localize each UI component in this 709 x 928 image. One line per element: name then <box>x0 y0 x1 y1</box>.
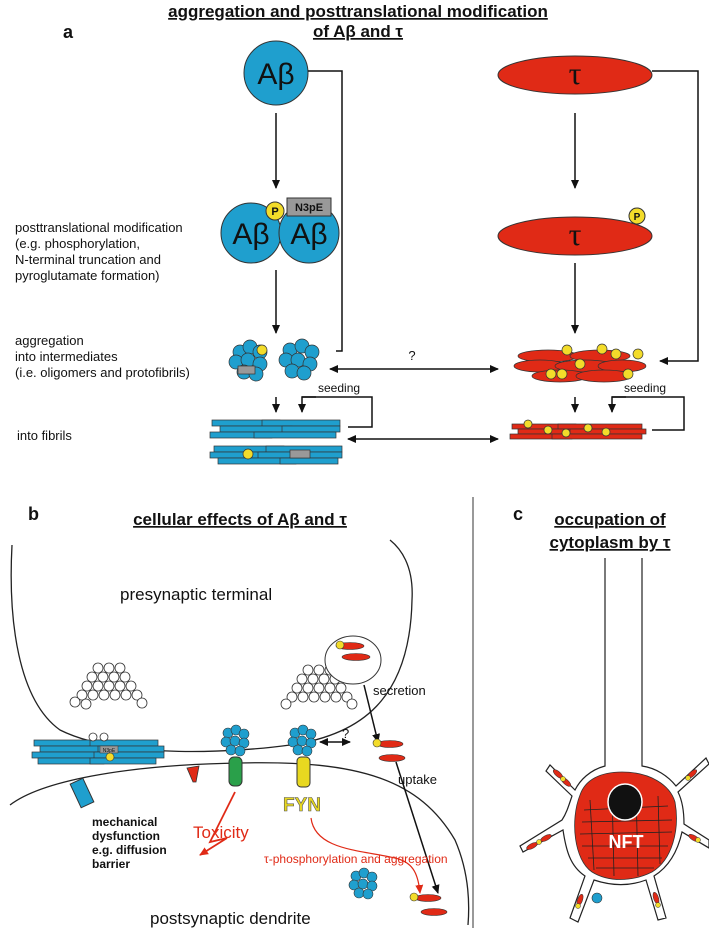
presynaptic-membrane <box>10 539 413 753</box>
intracellular-tau-1 <box>414 894 442 902</box>
vesicle-tau-phosphate <box>335 640 345 650</box>
red-membrane-protein <box>186 765 200 783</box>
abeta-fibril <box>209 419 343 465</box>
postsynaptic-membrane <box>9 762 470 926</box>
fyn-label: FYN <box>283 795 321 816</box>
panel-a-title-line1: aggregation and posttranslational modifi… <box>168 2 548 21</box>
dendrite-abeta <box>591 892 603 904</box>
panel-b-label: b <box>28 504 39 524</box>
abeta-phos-label: Aβ <box>232 218 269 251</box>
panel-a: aggregation and posttranslational modifi… <box>15 2 699 465</box>
panel-c-title-line1: occupation of <box>554 510 666 529</box>
blue-membrane-protein <box>69 777 95 809</box>
secretion-arrow <box>363 684 380 743</box>
secretion-label: secretion <box>373 683 426 698</box>
uptake-arrow <box>395 761 440 894</box>
aggregation-text: aggregation into intermediates (i.e. oli… <box>15 333 190 380</box>
panel-c-label: c <box>513 504 523 524</box>
tau-oligomer <box>513 343 647 383</box>
toxicity-label: Toxicity <box>193 823 249 842</box>
receptor-oligomer-fyn <box>287 724 317 757</box>
green-receptor <box>228 756 243 787</box>
n3pe-label: N3pE <box>295 202 323 214</box>
tau-fibril <box>509 419 647 440</box>
panel-c: c occupation of cytoplasm by τ NFT <box>513 504 709 923</box>
abeta-monomer-label: Aβ <box>257 58 294 91</box>
membrane-vesicle-1 <box>88 732 98 742</box>
vesicle-cluster-right <box>280 664 358 710</box>
vesicle-tau-2 <box>341 653 371 661</box>
abeta-monomer <box>243 40 309 106</box>
extracellular-tau-2 <box>378 754 406 762</box>
tau-phosphorylation-arrow <box>310 817 424 894</box>
vesicle-cluster-left <box>69 662 148 710</box>
membrane-n3pe-label: N3pE <box>103 748 116 754</box>
tangle-strands <box>579 787 673 877</box>
tau-phosphorylated <box>497 216 653 256</box>
nft-tangle <box>574 771 677 880</box>
uptake-label: uptake <box>398 772 437 787</box>
presynaptic-label: presynaptic terminal <box>120 585 272 604</box>
toxicity-arrow <box>199 791 236 856</box>
seeding-loop-abeta-line <box>302 396 373 428</box>
fyn-receptor <box>296 756 311 788</box>
dendrite-tau-phosphates <box>536 775 701 909</box>
mechanical-dysfunction-text: mechanical dysfunction e.g. diffusion ba… <box>92 815 170 871</box>
intracellular-tau-phosphate <box>409 892 419 902</box>
tau-monomer-label: τ <box>569 55 582 91</box>
postsynaptic-label: postsynaptic dendrite <box>150 909 311 928</box>
intracellular-tau-2 <box>420 908 448 916</box>
abeta-oligomer-right <box>278 338 320 381</box>
panel-b: b cellular effects of Aβ and τ presynapt… <box>9 497 474 928</box>
receptor-crosstalk-question: ? <box>342 726 349 741</box>
n3pe-badge <box>286 197 332 217</box>
seeding-label-abeta: seeding <box>318 381 360 395</box>
crosstalk-question: ? <box>408 348 415 363</box>
ptm-text: posttranslational modification (e.g. pho… <box>15 220 186 283</box>
abeta-bypass-line <box>308 70 343 352</box>
tau-phos-label: τ <box>569 216 582 252</box>
membrane-phosphate <box>105 752 115 762</box>
seeding-loop-tau-line <box>612 396 685 431</box>
membrane-abeta-fibril <box>31 739 165 765</box>
tau-phosphate-label: P <box>634 212 641 223</box>
membrane-vesicle-2 <box>99 732 109 742</box>
phosphate-label: P <box>271 206 278 218</box>
tau-phosphate-badge <box>628 207 646 225</box>
panel-b-title: cellular effects of Aβ and τ <box>133 510 347 529</box>
seeding-label-tau: seeding <box>624 381 666 395</box>
panel-c-title-line2: cytoplasm by τ <box>550 533 671 552</box>
tau-phosphorylation-label: τ-phosphorylation and aggregation <box>264 852 448 866</box>
abeta-oligomer-left <box>228 339 268 382</box>
abeta-n3pe-label: Aβ <box>290 218 327 251</box>
nft-label: NFT <box>609 832 644 852</box>
intracellular-oligomer <box>348 867 378 900</box>
receptor-oligomer-green <box>220 724 250 757</box>
panel-a-title-line2: of Aβ and τ <box>313 22 403 41</box>
tau-monomer <box>497 55 653 95</box>
seeding-loop-tau-arrow <box>608 396 626 413</box>
phosphate-badge <box>265 201 285 221</box>
fibrils-text: into fibrils <box>17 428 72 443</box>
extracellular-tau-phosphate <box>372 738 382 748</box>
seeding-loop-abeta-arrow <box>298 396 316 413</box>
tau-bypass-line <box>652 70 699 365</box>
nucleus <box>607 783 643 821</box>
panel-a-label: a <box>63 22 74 42</box>
